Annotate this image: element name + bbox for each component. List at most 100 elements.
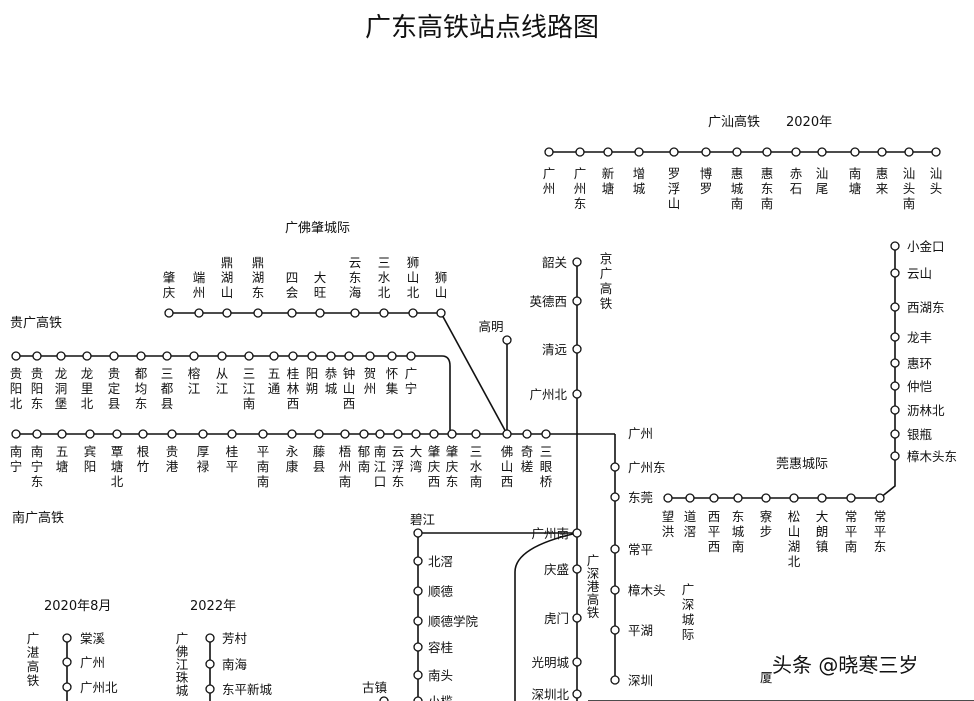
station-label-nanguang: 平南南 — [257, 444, 270, 489]
station-dot-guangshengang — [572, 528, 582, 538]
station-label-guanhui: 沥林北 — [907, 403, 945, 418]
station-guzhen: 古镇 — [362, 680, 387, 695]
station-label-nanguang: 桂平 — [226, 444, 239, 474]
station-dot-nanguang — [340, 429, 350, 439]
station-label-guanhui-lower: 望洪 — [662, 509, 675, 539]
station-label-nanguang: 永康 — [286, 444, 299, 474]
station-label-zhanjiang: 棠溪 — [80, 631, 106, 646]
station-label-nanguang: 大湾 — [410, 444, 423, 474]
station-dot-guangshan — [634, 147, 644, 157]
station-label-guanhui: 龙丰 — [907, 330, 932, 345]
station-dot-guangshan — [669, 147, 679, 157]
line-label-fozhu: 广佛江珠城 — [176, 631, 189, 698]
station-label-guiguang: 从江 — [216, 366, 229, 396]
station-dot-guiguang — [244, 351, 254, 361]
station-dot-nanguang — [522, 429, 532, 439]
station-label-guangshen: 东莞 — [628, 490, 653, 505]
station-dot-guanhui — [890, 332, 900, 342]
station-dot-nanguang — [375, 429, 385, 439]
station-label-nanguang: 厚禄 — [197, 444, 210, 474]
station-dot-guangfozhao — [253, 308, 263, 318]
station-dot-nanguang — [11, 429, 21, 439]
station-label-fozhu: 芳村 — [222, 631, 248, 646]
station-label-guangshan: 汕头南 — [903, 166, 916, 211]
station-dot-guangshengang — [572, 689, 582, 699]
station-dot-guiguang — [217, 351, 227, 361]
station-dot-jingguang — [572, 389, 582, 399]
station-dot-zhanjiang — [62, 657, 72, 667]
station-label-guangshan: 惠城南 — [731, 166, 744, 211]
station-dot-guanhui — [890, 381, 900, 391]
station-label-zhujiang: 顺德学院 — [428, 614, 479, 629]
station-dot-guangshan — [603, 147, 613, 157]
station-label-guangshan: 广州 — [543, 166, 556, 196]
station-dot-nanguang — [411, 429, 421, 439]
station-label-guiguang: 贵阳北 — [10, 366, 23, 411]
station-label-guiguang: 贺州 — [364, 366, 377, 396]
station-dot-guzhen — [379, 696, 389, 701]
station-dot-guangshan — [904, 147, 914, 157]
station-dot-guangfozhao — [287, 308, 297, 318]
station-dot-gaoming — [502, 335, 512, 345]
station-dot-nanguang — [502, 429, 512, 439]
station-label-guangfozhao: 端州 — [193, 270, 206, 300]
station-label-guangshan: 广州东 — [574, 166, 587, 211]
station-dot-guanhui-lower — [846, 493, 856, 503]
station-dot-guangshen — [610, 462, 620, 472]
station-label-nanguang: 佛山西 — [501, 444, 514, 489]
station-label-guangshan: 新塘 — [602, 166, 615, 196]
station-dot-bijiang — [413, 528, 423, 538]
station-label-guangshengang: 虎门 — [544, 611, 569, 626]
station-label-guiguang: 阳朔 — [306, 366, 319, 396]
station-dot-jingguang — [572, 296, 582, 306]
station-dot-nanguang — [359, 429, 369, 439]
station-label-guangfozhao: 大旺 — [314, 270, 327, 300]
station-label-guangshan: 罗浮山 — [668, 166, 681, 211]
station-label-guangshen: 广州东 — [628, 460, 666, 475]
station-dot-guanhui — [890, 268, 900, 278]
station-dot-guangshengang — [572, 613, 582, 623]
station-dot-jingguang — [572, 344, 582, 354]
station-label-guiguang: 榕江 — [188, 366, 201, 396]
station-dot-fozhu — [205, 684, 215, 694]
stations-layer: 广州广州东新塘增城罗浮山博罗惠城南惠东南赤石汕尾南塘惠来汕头南汕头肇庆端州鼎湖山… — [10, 147, 957, 701]
line-label-guangfozhao: 广佛肇城际 — [285, 221, 350, 236]
watermark-text: 头条 @晓寒三岁 — [772, 653, 918, 677]
station-dot-guangshan — [732, 147, 742, 157]
station-dot-zhujiang — [413, 696, 423, 701]
station-label-nanguang: 藤县 — [313, 444, 326, 474]
map-title: 广东高铁站点线路图 — [365, 13, 599, 43]
line-label-guangshan: 广汕高铁 — [708, 114, 760, 130]
station-label-guiguang: 三都县 — [161, 366, 174, 411]
station-dot-guanhui-lower — [875, 493, 885, 503]
station-dot-zhujiang — [413, 556, 423, 566]
station-dot-nanguang — [85, 429, 95, 439]
station-label-guanhui-lower: 道滘 — [684, 509, 697, 539]
station-dot-fozhu — [205, 633, 215, 643]
station-dot-guiguang — [11, 351, 21, 361]
station-label-guangfozhao: 云东海 — [349, 255, 362, 300]
station-dot-nanguang — [57, 429, 67, 439]
station-dot-guangshen — [610, 544, 620, 554]
station-label-guangshengang: 广州南 — [531, 526, 569, 541]
station-dot-guangshan — [817, 147, 827, 157]
station-dot-nanguang — [541, 429, 551, 439]
line-year-guangshan: 2020年 — [786, 115, 832, 130]
station-label-guangshan: 惠来 — [876, 166, 889, 196]
station-dot-guangshen — [610, 675, 620, 685]
station-label-zhujiang: 容桂 — [428, 640, 453, 655]
rail-lines — [16, 151, 974, 701]
station-label-guanhui: 惠环 — [907, 356, 932, 371]
station-dot-guanhui — [890, 405, 900, 415]
station-label-nanguang: 肇庆西 — [428, 444, 441, 489]
station-label-guangshan: 惠东南 — [761, 166, 774, 211]
station-label-nanguang: 肇庆东 — [446, 444, 459, 489]
station-label-guanhui-lower: 大朗镇 — [816, 509, 829, 554]
station-label-jingguang: 英德西 — [529, 294, 567, 309]
station-dot-guangfozhao — [222, 308, 232, 318]
station-label-gaoming: 高明 — [478, 319, 503, 334]
station-dot-jingguang — [572, 257, 582, 267]
line-label-guangshen: 广深城际 — [682, 582, 695, 642]
station-xia-partial: 厦 — [760, 670, 773, 685]
station-dot-guangfozhao — [194, 308, 204, 318]
